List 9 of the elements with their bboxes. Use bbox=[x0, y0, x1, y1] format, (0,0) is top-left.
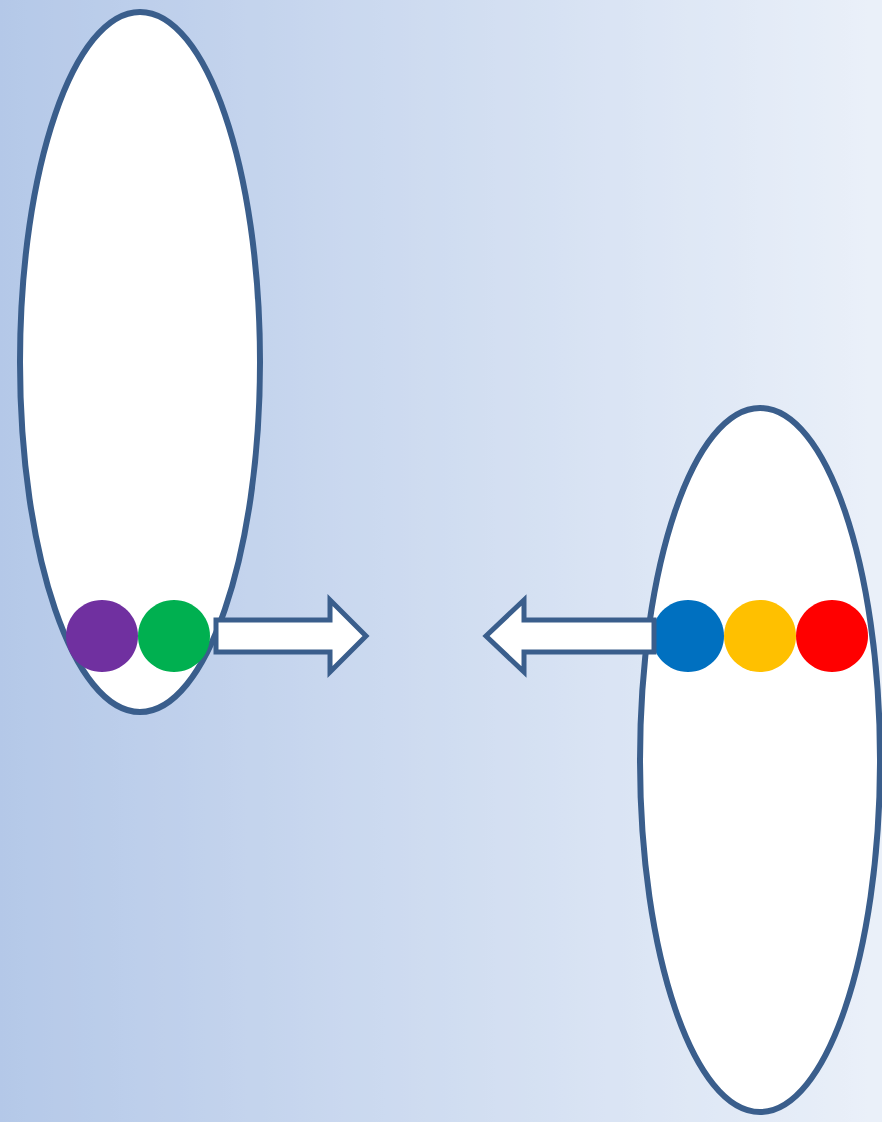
colored-dot bbox=[66, 600, 138, 672]
colored-dot bbox=[652, 600, 724, 672]
ellipse-shape bbox=[17, 9, 263, 715]
colored-dot bbox=[138, 600, 210, 672]
ellipse-shape bbox=[637, 405, 882, 1115]
colored-dot bbox=[724, 600, 796, 672]
block-arrow bbox=[482, 594, 657, 678]
block-arrow bbox=[213, 593, 370, 679]
colored-dot bbox=[796, 600, 868, 672]
